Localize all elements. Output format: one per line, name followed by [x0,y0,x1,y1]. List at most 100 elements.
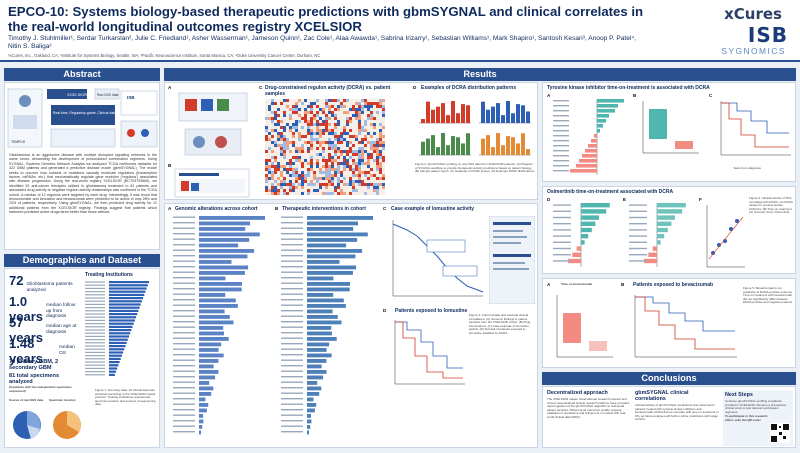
heatmap-cell [298,153,301,156]
heatmap-cell [373,156,376,159]
heatmap-cell [328,102,331,105]
heatmap-cell [325,162,328,165]
heatmap-cell [280,135,283,138]
heatmap-cell [271,129,274,132]
osim-label-placeholder [629,229,647,231]
heatmap-cell [313,162,316,165]
osim-bar [657,240,661,245]
heatmap-cell [298,114,301,117]
heatmap-cell [274,177,277,180]
institution-label-placeholder [85,361,105,363]
heatmap-cell [283,156,286,159]
heatmap-cell [289,183,292,186]
heatmap-cell [307,108,310,111]
heatmap-cell [280,186,283,189]
heatmap-cell [271,165,274,168]
heatmap-cell [280,120,283,123]
osim-bar [581,209,607,214]
osim-bar [581,234,589,239]
heatmap-cell [292,99,295,102]
heatmap-cell [316,123,319,126]
tki-label-c: C [709,93,713,98]
heatmap-cell [316,108,319,111]
heatmap-cell [316,168,319,171]
osim-label-e: E [623,197,627,202]
institution-bar [109,325,133,328]
institution-bar [109,354,122,357]
heatmap-cell [301,180,304,183]
heatmap-cell [325,99,328,102]
concl-title: Decentralized approach [547,390,608,396]
institution-label-placeholder [85,323,105,325]
heatmap-cell [289,138,292,141]
heatmap-cell [295,108,298,111]
heatmap-cell [352,165,355,168]
heatmap-cell [373,117,376,120]
heatmap-cell [301,123,304,126]
heatmap-cell [328,147,331,150]
heatmap-cell [295,99,298,102]
heatmap-cell [382,147,385,150]
osimertinib-panel: Osimertinib time-on-treatment associated… [542,186,796,274]
tki-bar [570,169,597,173]
institution-label-placeholder [85,332,105,334]
heatmap-cell [313,174,316,177]
heatmap-cell [268,126,271,129]
bar-label-placeholder [281,348,303,350]
panel-label-c2: C [383,206,387,211]
dist-bar [456,137,460,155]
heatmap-cell [289,174,292,177]
heatmap-cell [361,156,364,159]
heatmap-cell [373,126,376,129]
heatmap-cell [364,105,367,108]
heatmap-cell [373,135,376,138]
bar-label-placeholder [173,271,195,273]
heatmap-cell [382,165,385,168]
qr-code-icon[interactable] [770,423,790,443]
heatmap-cell [304,189,307,192]
heatmap-cell [307,135,310,138]
heatmap-cell [292,165,295,168]
heatmap-cell [343,150,346,153]
heatmap-cell [364,102,367,105]
heatmap-cell [295,150,298,153]
heatmap-cell [364,129,367,132]
heatmap-cell [379,141,382,144]
institution-bar [109,351,124,354]
heatmap-cell [355,183,358,186]
heatmap-cell [331,180,334,183]
institution-bar [109,341,127,344]
heatmap-cell [382,108,385,111]
heatmap-cell [301,162,304,165]
heatmap-cell [361,132,364,135]
heatmap-cell [286,174,289,177]
heatmap-cell [355,141,358,144]
heatmap-cell [268,180,271,183]
concl-title: Next Steps [725,392,753,398]
heatmap-cell [319,150,322,153]
heatmap-cell [319,129,322,132]
bar [307,403,317,407]
heatmap-cell [265,102,268,105]
demographics-heading: Demographics and Dataset [4,254,160,267]
heatmap-cell [358,114,361,117]
heatmap-cell [268,111,271,114]
institution-bar [109,361,120,364]
heatmap-cell [343,189,346,192]
heatmap-cell [358,147,361,150]
institution-bar [109,293,145,296]
heatmap-cell [331,186,334,189]
heatmap-cell [358,135,361,138]
heatmap-cell [265,174,268,177]
heatmap-cell [373,141,376,144]
heatmap-cell [343,168,346,171]
heatmap-cell [334,171,337,174]
heatmap-cell [322,171,325,174]
heatmap-cell [322,183,325,186]
heatmap-cell [271,114,274,117]
heatmap-cell [286,165,289,168]
heatmap-cell [325,183,328,186]
heatmap-cell [313,120,316,123]
heatmap-cell [289,189,292,192]
institution-bar [109,335,129,338]
